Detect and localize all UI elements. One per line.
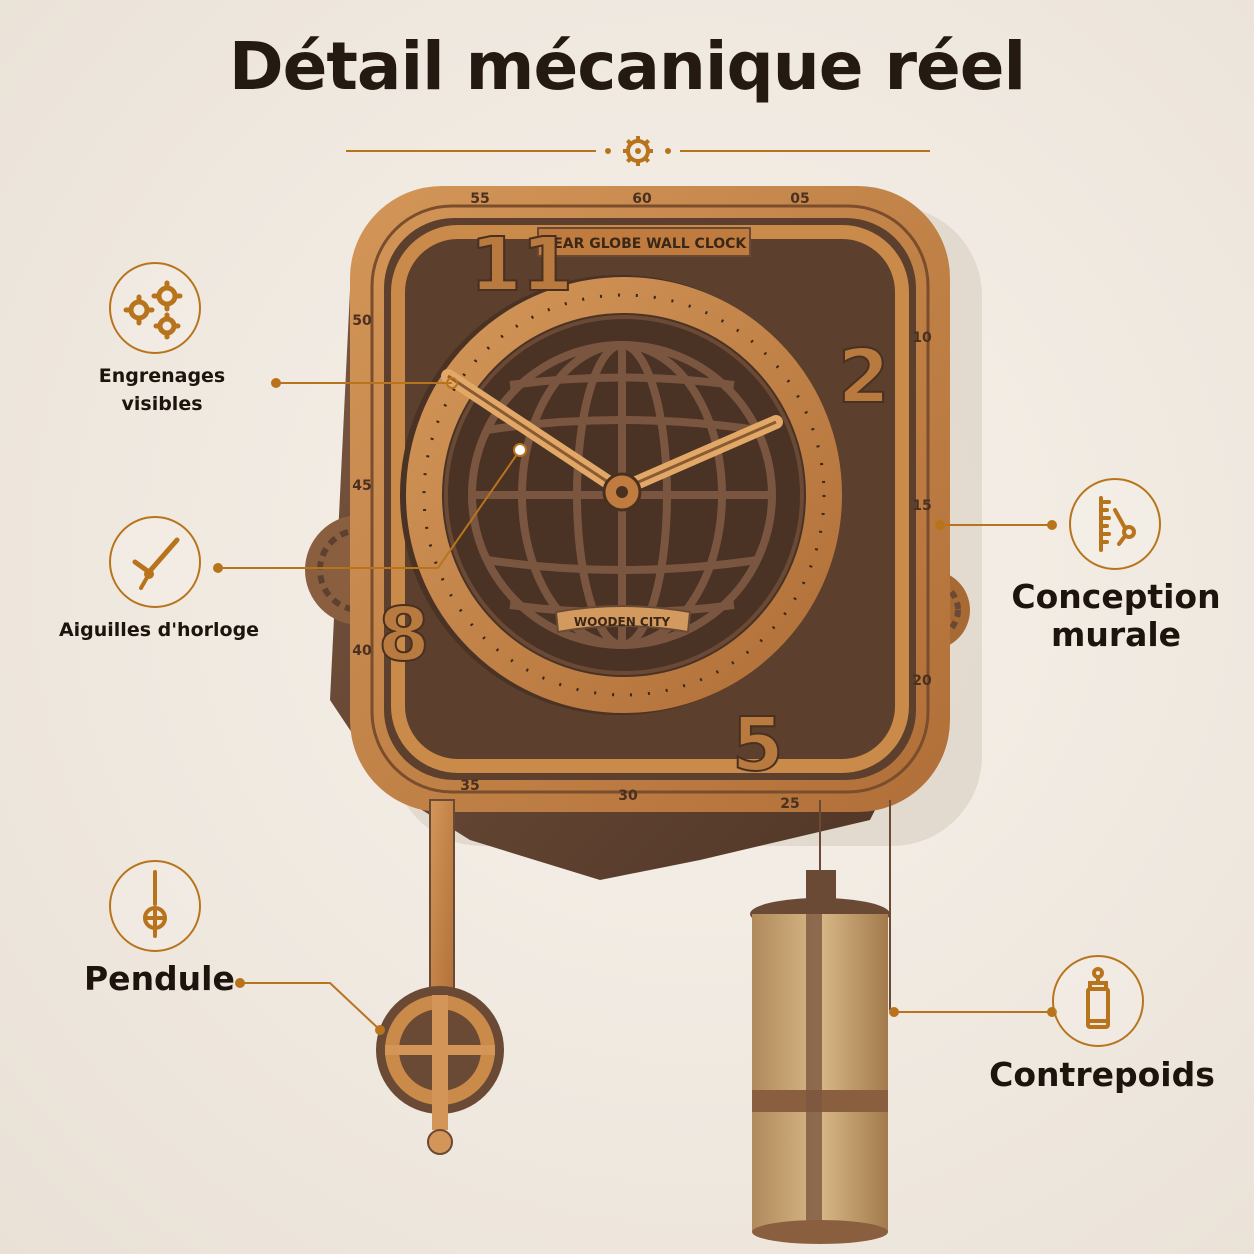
minute-mark: 10 (912, 330, 932, 346)
pendulum (376, 799, 504, 1155)
wall-mount-icon-circle (1069, 478, 1161, 570)
minute-mark: 60 (632, 191, 652, 207)
counterweight (750, 800, 891, 1244)
minute-mark: 20 (912, 673, 932, 689)
wall-label-line2: murale (1050, 615, 1182, 654)
wall-label-line1: Conception (1011, 577, 1221, 616)
minute-mark: 55 (470, 191, 489, 207)
hour-numeral: 8 (378, 592, 430, 678)
gears-label: Engrenages visibles (80, 362, 244, 418)
counterweight-icon (1086, 967, 1110, 1029)
plate-bottom-text: WOODEN CITY (574, 615, 670, 629)
page-title: Détail mécanique réel (228, 28, 1026, 105)
hour-numeral: 2 (838, 334, 890, 420)
minute-mark: 30 (618, 788, 638, 804)
gears-icon (123, 280, 183, 340)
hands-label: Aiguilles d'horloge (58, 619, 260, 641)
gears-label-line2: visibles (121, 393, 203, 415)
gears-icon-circle (109, 262, 201, 354)
weight-label: Contrepoids (989, 1055, 1215, 1094)
top-plate (537, 227, 751, 257)
clock-hands (441, 369, 783, 512)
divider-gear-icon (623, 136, 653, 166)
hour-numeral: 11 (470, 222, 573, 308)
wall-label: Conception murale (1006, 578, 1226, 654)
counterweight-icon-circle (1052, 955, 1144, 1047)
clock-hands-icon-circle (109, 516, 201, 608)
minute-mark: 15 (912, 498, 931, 514)
minute-mark: 45 (352, 478, 371, 494)
bottom-plate (554, 605, 692, 634)
minute-mark: 40 (352, 643, 372, 659)
minute-mark: 35 (460, 778, 479, 794)
title-divider (346, 136, 930, 166)
clock-hands-icon (132, 537, 180, 590)
wall-mount-icon (1099, 496, 1136, 552)
minute-mark: 25 (780, 796, 799, 812)
pendulum-label: Pendule (84, 959, 235, 998)
minute-mark: 05 (790, 191, 809, 207)
pendulum-icon-circle (109, 860, 201, 952)
minute-mark: 50 (352, 313, 372, 329)
gears-label-line1: Engrenages (98, 365, 226, 387)
pendulum-icon (143, 870, 167, 938)
plate-top-text: GEAR GLOBE WALL CLOCK (542, 236, 748, 252)
hour-numeral: 5 (732, 702, 784, 788)
